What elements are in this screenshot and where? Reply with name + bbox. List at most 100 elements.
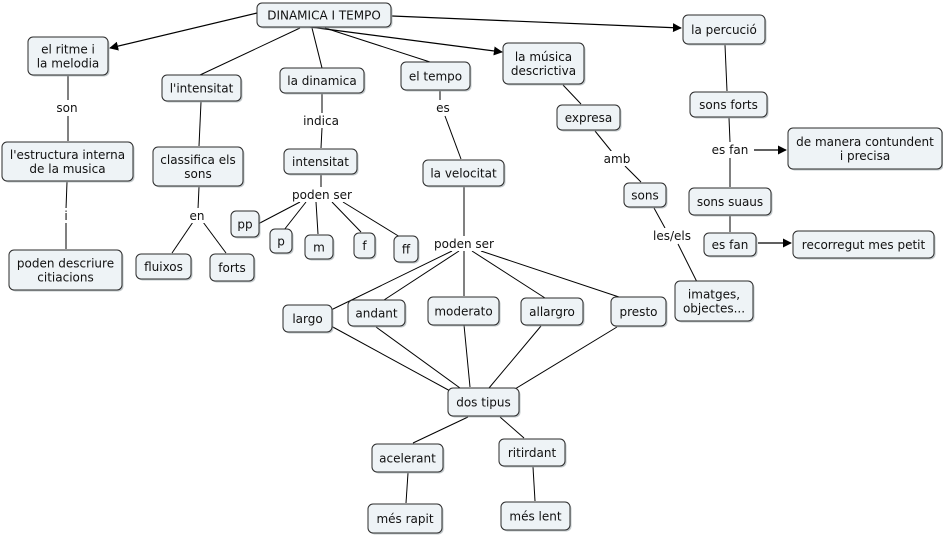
concept-node-mesrapit[interactable]: més rapit (367, 503, 444, 535)
concept-node-dostipus[interactable]: dos tipus (447, 387, 521, 418)
node-box (256, 2, 392, 28)
node-label: pp (237, 217, 252, 231)
concept-node-imatges[interactable]: imatges,objectes... (674, 280, 755, 323)
node-box (427, 296, 500, 326)
connector-line (444, 115, 462, 160)
connector-line (199, 27, 301, 76)
concept-node-andant[interactable]: andant (347, 299, 407, 328)
node-label: presto (620, 305, 658, 319)
link-label-bg (187, 208, 207, 223)
node-label: més rapit (376, 512, 433, 526)
node-box (304, 234, 334, 260)
node-label: poden descriure (17, 256, 114, 270)
concept-node-tempo[interactable]: el tempo (400, 61, 472, 92)
link-label-podenser2: poden ser (434, 237, 494, 251)
connector-line (198, 101, 202, 147)
node-box (703, 232, 757, 257)
link-label-bg (431, 236, 497, 251)
concept-node-allargro[interactable]: allargro (520, 297, 585, 327)
node-box (209, 253, 255, 282)
connector-line (728, 117, 731, 143)
connector-line (488, 325, 542, 389)
link-label-bg (54, 100, 80, 115)
node-label: dos tipus (456, 395, 511, 409)
connector-line (463, 324, 471, 388)
concept-node-dinamica[interactable]: la dinamica (279, 67, 366, 95)
connector-line (509, 326, 618, 393)
concept-node-accelerant[interactable]: acelerant (371, 443, 445, 474)
concept-node-velocitat[interactable]: la velocitat (422, 159, 506, 188)
concept-node-m[interactable]: m (304, 234, 335, 261)
link-label-bg (298, 113, 344, 128)
node-box (161, 74, 242, 102)
node-box (689, 91, 768, 118)
connector-line (320, 127, 323, 149)
connector-line (562, 84, 582, 105)
node-label: f (362, 239, 367, 253)
link-label-indica: indica (303, 114, 339, 128)
connector-line (499, 416, 525, 439)
concept-node-ritirdant[interactable]: ritirdant (498, 438, 567, 468)
link-label-bg (604, 151, 630, 166)
concept-node-expresa[interactable]: expresa (556, 104, 622, 132)
concept-node-root[interactable]: DINAMICA I TEMPO (256, 2, 393, 29)
connector-line (594, 130, 613, 153)
node-label: l'estructura interna (10, 148, 125, 162)
link-label-esfan1: es fan (712, 143, 749, 157)
connector-arrow (109, 12, 258, 51)
node-box (502, 42, 585, 85)
concept-node-ff[interactable]: ff (393, 235, 420, 264)
connector-line (532, 466, 536, 502)
concept-node-largo[interactable]: largo (282, 304, 334, 334)
node-box (353, 232, 376, 259)
concept-node-pp[interactable]: pp (230, 210, 261, 239)
concept-node-forts[interactable]: forts (209, 253, 256, 283)
concept-node-intens2[interactable]: intensitat (283, 148, 359, 176)
node-box (1, 141, 134, 182)
node-label: sons (631, 188, 658, 202)
node-label: l'intensitat (170, 81, 234, 95)
concept-node-esfan2[interactable]: es fan (703, 232, 758, 258)
link-label-son: son (56, 101, 77, 115)
connector-arrow (309, 26, 503, 56)
concept-node-sonsforts[interactable]: sons forts (689, 91, 769, 119)
connector-line (197, 186, 200, 210)
link-label-bg (433, 100, 453, 115)
link-label-i: i (64, 209, 67, 223)
concept-node-meslent[interactable]: més lent (500, 501, 572, 532)
node-box (27, 36, 109, 76)
connector-line (65, 181, 68, 210)
node-box (610, 296, 667, 327)
connector-line (202, 221, 227, 254)
node-label: p (277, 234, 285, 248)
concept-node-percucio[interactable]: la percució (682, 14, 767, 46)
node-label: citiacions (37, 270, 93, 284)
node-box (135, 253, 192, 280)
concept-node-sonssuaus[interactable]: sons suaus (688, 187, 773, 217)
node-label: intensitat (292, 155, 349, 169)
node-box (400, 61, 471, 91)
node-label: sons (184, 167, 211, 181)
concept-node-moderato[interactable]: moderato (427, 296, 501, 327)
concept-node-p[interactable]: p (269, 228, 294, 255)
link-label-amb: amb (604, 152, 631, 166)
link-label-es: es (436, 101, 450, 115)
node-label: la dinamica (287, 74, 356, 88)
node-label: descrictiva (511, 64, 576, 78)
concept-node-fluixos[interactable]: fluixos (135, 253, 193, 281)
concept-node-recorregut[interactable]: recorregut mes petit (792, 230, 936, 260)
node-box (623, 182, 667, 208)
concept-node-ritme[interactable]: el ritme ila melodia (27, 36, 110, 77)
concept-node-f[interactable]: f (353, 232, 377, 260)
node-box (393, 235, 419, 263)
concept-node-sons[interactable]: sons (623, 182, 668, 209)
concept-node-intensitat[interactable]: l'intensitat (161, 74, 243, 103)
node-label: la percució (691, 23, 757, 37)
concept-node-presto[interactable]: presto (610, 296, 668, 328)
